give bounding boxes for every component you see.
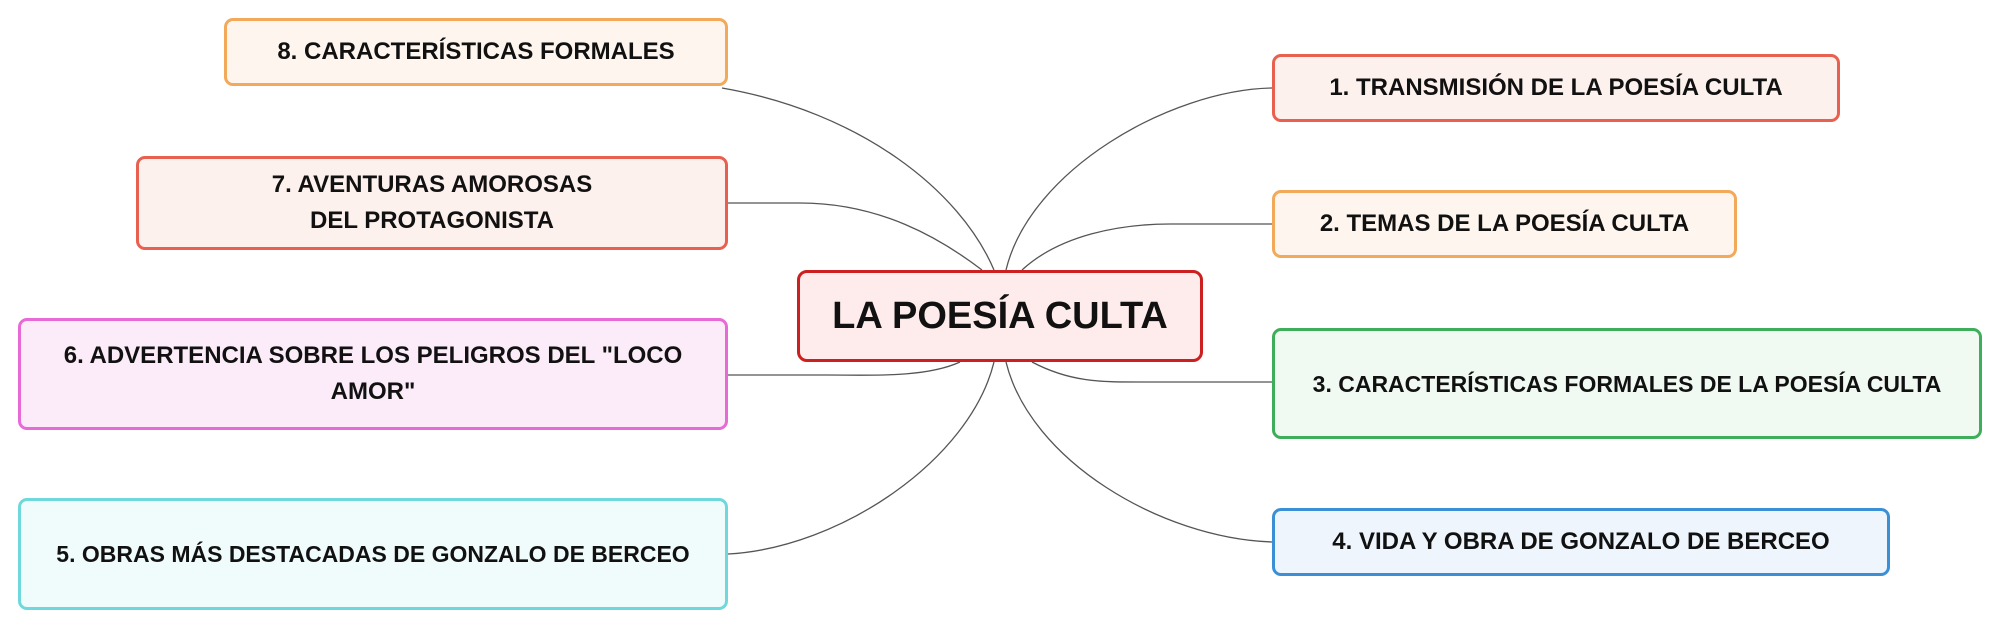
connector-branch-3: [1031, 361, 1272, 383]
branch-5-obras-destacadas[interactable]: 5. OBRAS MÁS DESTACADAS DE GONZALO DE BE…: [18, 498, 728, 610]
connector-branch-1: [1005, 87, 1273, 271]
connector-branch-8: [721, 87, 995, 271]
connector-branch-7: [728, 202, 983, 271]
connector-branch-6: [728, 361, 961, 376]
branch-2-temas[interactable]: 2. TEMAS DE LA POESÍA CULTA: [1272, 190, 1737, 258]
branch-3-caracteristicas-formales-poesia-culta[interactable]: 3. CARACTERÍSTICAS FORMALES DE LA POESÍA…: [1272, 328, 1982, 439]
central-topic[interactable]: LA POESÍA CULTA: [797, 270, 1203, 362]
connector-branch-5: [727, 361, 995, 555]
branch-4-vida-y-obra[interactable]: 4. VIDA Y OBRA DE GONZALO DE BERCEO: [1272, 508, 1890, 576]
connector-branch-4: [1005, 361, 1273, 543]
branch-6-advertencia-loco-amor[interactable]: 6. ADVERTENCIA SOBRE LOS PELIGROS DEL "L…: [18, 318, 728, 430]
connector-branch-2: [1021, 223, 1272, 271]
branch-8-caracteristicas-formales[interactable]: 8. CARACTERÍSTICAS FORMALES: [224, 18, 728, 86]
branch-7-aventuras-amorosas[interactable]: 7. AVENTURAS AMOROSAS DEL PROTAGONISTA: [136, 156, 728, 250]
branch-1-transmision[interactable]: 1. TRANSMISIÓN DE LA POESÍA CULTA: [1272, 54, 1840, 122]
